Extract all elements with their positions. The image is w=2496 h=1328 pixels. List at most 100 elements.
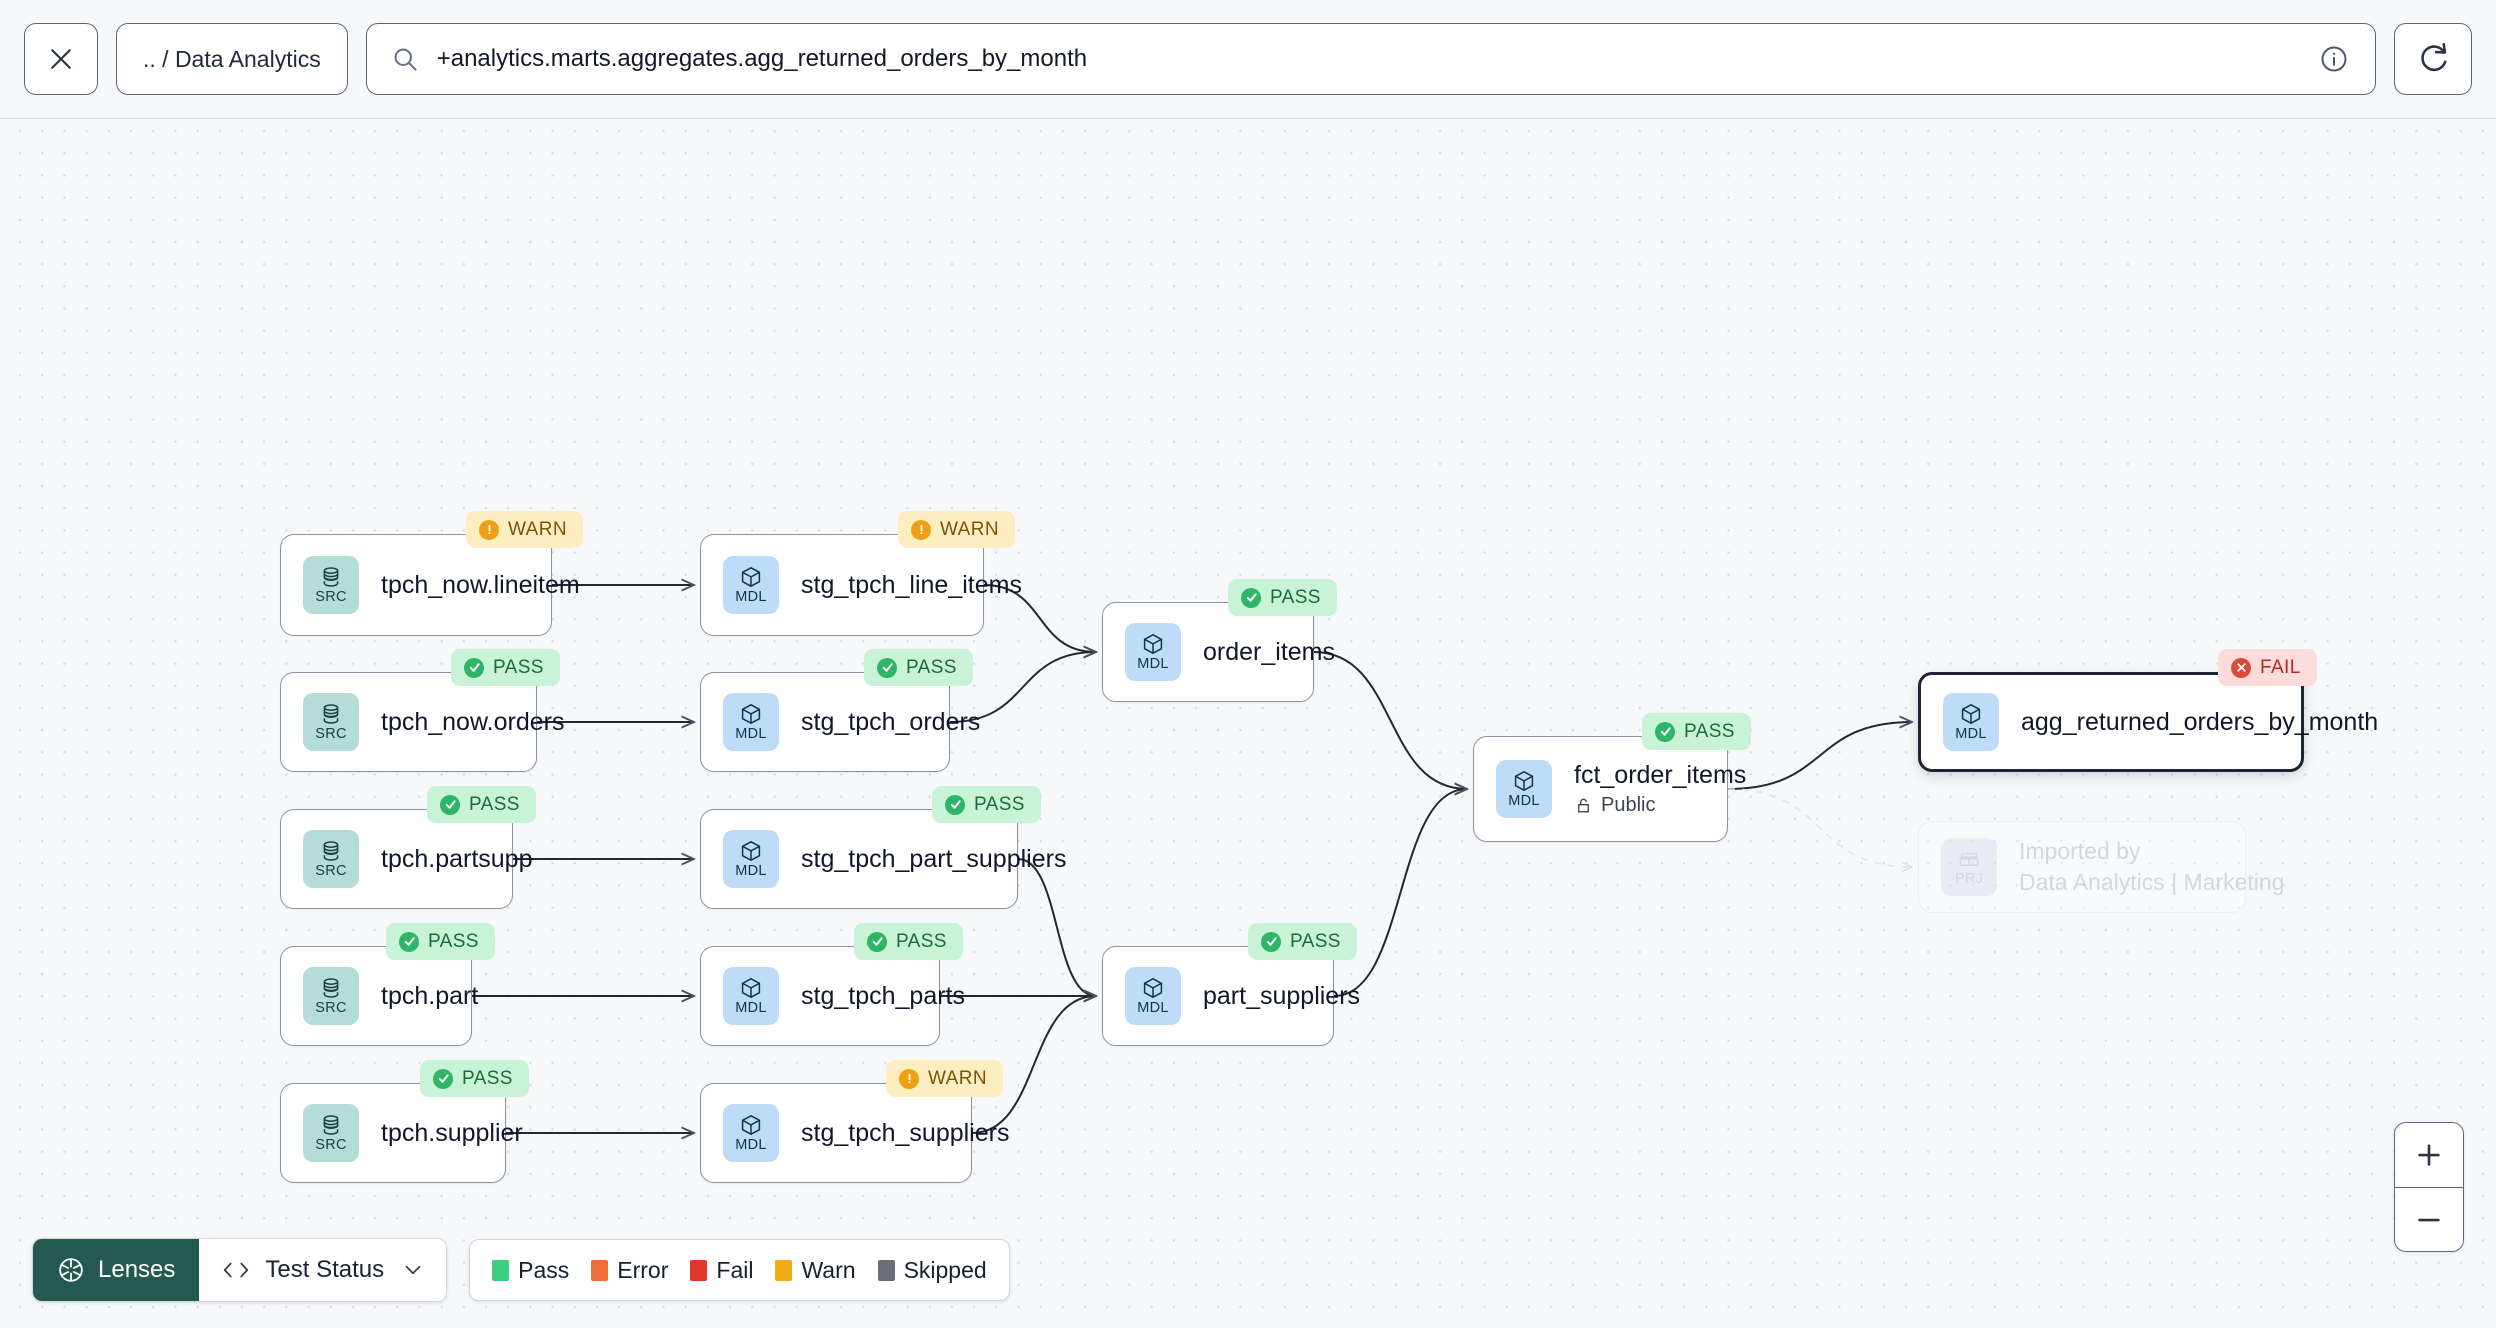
status-badge-label: PASS [906,656,957,678]
type-chip-label: SRC [315,1137,347,1154]
lineage-node-stg-tpch-suppliers[interactable]: MDL stg_tpch_suppliers [700,1083,1009,1183]
node-visibility: Public [1574,794,1727,817]
node-title: order_items [1203,637,1335,666]
node-title: stg_tpch_orders [801,707,981,736]
legend-item-warn[interactable]: Warn [775,1257,856,1284]
src-type-chip: SRC [303,693,359,751]
status-badge[interactable]: WARN [898,511,1015,548]
cube-icon [1514,771,1534,792]
cube-icon [1143,978,1163,999]
status-badge-label: WARN [940,518,999,540]
status-badge[interactable]: PASS [1228,579,1337,616]
lineage-node-order-items[interactable]: MDL order_items [1102,602,1335,702]
status-badge[interactable]: WARN [886,1060,1003,1097]
search-bar[interactable] [365,23,2376,95]
mdl-type-chip: MDL [1496,760,1552,818]
warn-status-icon [911,519,931,540]
type-chip-label: MDL [1955,726,1987,743]
lineage-node-stg-tpch-line-items[interactable]: MDL stg_tpch_line_items [700,534,1022,636]
cube-icon [741,841,761,862]
legend-item-skipped[interactable]: Skipped [877,1257,987,1284]
status-badge[interactable]: PASS [451,649,560,686]
node-title: tpch.supplier [381,1118,523,1147]
lens-select[interactable]: Test Status [199,1239,447,1301]
status-badge-label: PASS [428,930,479,952]
status-badge[interactable]: PASS [864,649,973,686]
node-body: order_items [1203,637,1335,667]
chevron-down-icon [405,1265,421,1275]
type-chip-label: MDL [735,726,767,743]
status-badge-label: WARN [508,518,567,540]
status-badge[interactable]: PASS [932,786,1041,823]
node-body: stg_tpch_suppliers [801,1119,1009,1148]
type-chip-label: SRC [315,589,347,606]
lineage-node-agg-returned-orders-by-month[interactable]: MDL agg_returned_orders_by_month [1918,672,2378,772]
code-icon [224,1262,249,1278]
node-body: stg_tpch_orders [801,707,981,737]
type-chip-label: MDL [735,1000,767,1017]
mdl-type-chip: MDL [1125,623,1181,681]
lineage-node-stg-tpch-parts[interactable]: MDL stg_tpch_parts [700,946,965,1046]
legend-item-fail[interactable]: Fail [690,1257,753,1284]
pass-status-icon [1241,587,1261,608]
breadcrumb[interactable]: .. / Data Analytics [116,23,348,95]
status-badge-label: PASS [974,793,1025,815]
cube-icon [1143,634,1163,655]
status-badge[interactable]: FAIL [2218,649,2317,686]
src-type-chip: SRC [303,967,359,1025]
cube-icon [741,704,761,725]
legend-item-error[interactable]: Error [591,1257,668,1284]
plus-icon [2418,1144,2440,1166]
lineage-node-stg-tpch-orders[interactable]: MDL stg_tpch_orders [700,672,981,772]
node-title: part_suppliers [1203,981,1361,1010]
type-chip-label: SRC [315,1000,347,1017]
node-title: stg_tpch_line_items [801,570,1022,599]
database-icon [323,841,339,861]
refresh-button[interactable] [2394,23,2472,95]
cube-icon [741,1115,761,1136]
close-icon [51,49,71,69]
info-icon[interactable] [2319,44,2349,74]
status-badge[interactable]: PASS [1642,713,1751,750]
lenses-button[interactable]: Lenses [33,1239,200,1301]
legend-item-pass[interactable]: Pass [492,1257,569,1284]
mdl-type-chip: MDL [723,693,779,751]
status-badge[interactable]: PASS [427,786,536,823]
pass-status-icon [1261,931,1281,952]
legend-swatch [775,1259,793,1281]
src-type-chip: SRC [303,1104,359,1162]
status-badge[interactable]: PASS [1248,923,1357,960]
bottom-toolbar: Lenses Test Status Pass Error Fail Warn Skip… [32,1238,1010,1302]
zoom-in-button[interactable] [2395,1123,2463,1187]
status-badge-label: PASS [469,793,520,815]
node-body: agg_returned_orders_by_month [2021,708,2378,737]
lineage-edge [1727,788,1912,867]
status-badge[interactable]: PASS [386,923,495,960]
node-body: stg_tpch_parts [801,982,965,1011]
status-badge[interactable]: PASS [854,923,963,960]
node-body: tpch.partsupp [381,845,533,874]
mdl-type-chip: MDL [723,556,779,614]
fail-status-icon [2231,657,2251,678]
node-body: part_suppliers [1203,981,1361,1011]
status-badge[interactable]: WARN [466,511,583,548]
mdl-type-chip: MDL [723,1104,779,1162]
search-input[interactable] [436,45,2301,73]
lineage-node-tpch-supplier[interactable]: SRC tpch.supplier [280,1083,523,1183]
lineage-node-tpch-now-lineitem[interactable]: SRC tpch_now.lineitem [280,534,580,636]
status-badge[interactable]: PASS [420,1060,529,1097]
close-button[interactable] [24,23,98,95]
node-body: tpch_now.lineitem [381,571,580,600]
legend-swatch [591,1259,609,1281]
zoom-out-button[interactable] [2395,1187,2463,1251]
